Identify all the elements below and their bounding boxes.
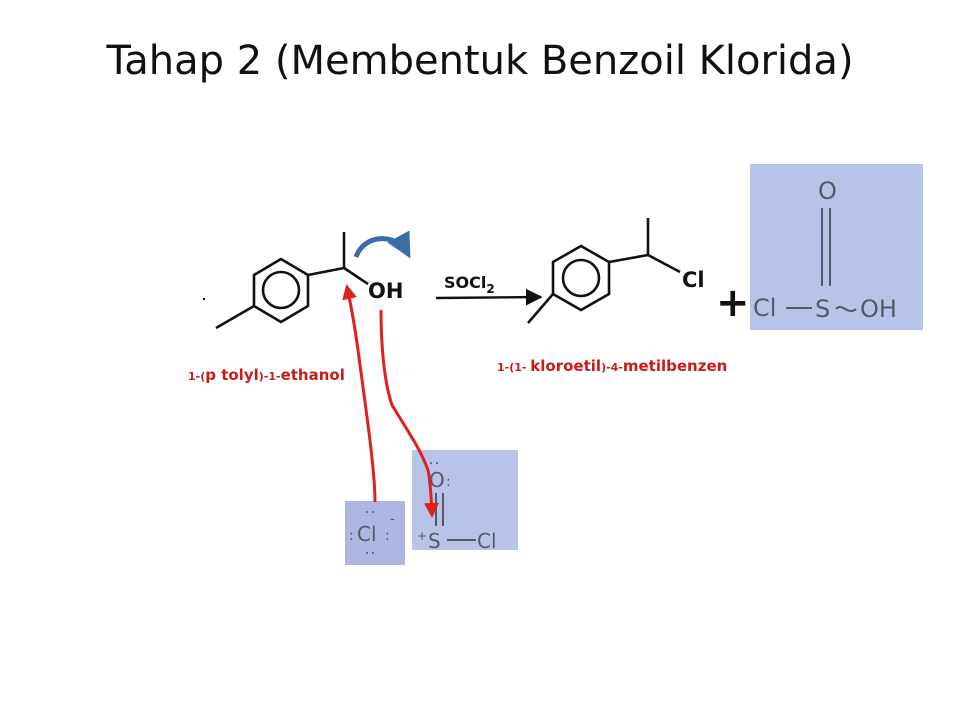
reactant-molecule <box>215 232 369 330</box>
thionyl-photo-background <box>412 450 518 550</box>
thionyl-charge: + <box>417 529 427 543</box>
reagent-subscript: 2 <box>486 282 494 296</box>
reaction-arrow <box>435 288 543 306</box>
product-ring-to-carbon-bond <box>608 253 649 264</box>
reactant-name-main: p tolyl <box>205 366 259 384</box>
chloride-photo-background <box>345 501 405 565</box>
product-molecule <box>527 218 681 324</box>
reactant-name-end: ethanol <box>281 366 345 384</box>
red-arrow-oxygen-to-sulfur <box>379 309 440 518</box>
byproduct-photo-background <box>750 164 923 330</box>
reactant-ring-to-carbon-bond <box>307 266 345 277</box>
product-name: 1-(1- kloroetil)-4-metilbenzen <box>497 357 727 375</box>
chloride-ion-photo: : Cl : - <box>345 501 405 565</box>
thionyl-lone-pair-2 <box>436 462 438 464</box>
byproduct-atom-o: O <box>818 177 837 205</box>
reactant-oh-label: OH <box>368 279 403 303</box>
reactant-name-suffix: )-1- <box>259 370 281 383</box>
byproduct-photo: O Cl S OH <box>750 164 923 330</box>
chloride-lone-pair-top-1 <box>366 511 368 513</box>
reagent-label: SOCl2 <box>444 273 495 296</box>
thionyl-cation-photo: O : + S Cl <box>412 450 518 553</box>
plus-sign: + <box>716 280 750 326</box>
product-cl-label: Cl <box>682 268 705 292</box>
product-c-cl-bond <box>647 253 681 274</box>
curved-arrow-blue <box>353 230 411 259</box>
byproduct-s-oh-bond <box>835 306 857 312</box>
reactant-methyl-bond <box>215 304 255 330</box>
thionyl-atom-cl: Cl <box>477 529 497 553</box>
product-aromatic-circle <box>561 258 601 298</box>
thionyl-atom-s: S <box>428 529 441 553</box>
thionyl-lone-pair-1 <box>430 462 432 464</box>
thionyl-atom-o: O <box>429 468 445 492</box>
chloride-lone-pair-bottom-1 <box>366 552 368 554</box>
thionyl-o-lone-pair: : <box>446 474 451 490</box>
chloride-lone-pair-left: : <box>349 528 354 544</box>
byproduct-atom-s: S <box>815 295 830 323</box>
byproduct-atom-cl: Cl <box>753 294 776 322</box>
product-name-mid: )-4- <box>601 361 623 374</box>
chloride-charge: - <box>390 512 395 527</box>
chloride-lone-pair-top-2 <box>372 511 374 513</box>
chloride-lone-pair-bottom-2 <box>372 552 374 554</box>
slide-title: Tahap 2 (Membentuk Benzoil Klorida) <box>106 38 854 84</box>
reagent-text: SOCl <box>444 273 486 292</box>
product-name-end: metilbenzen <box>623 357 727 375</box>
product-name-prefix: 1-(1- <box>497 361 530 374</box>
product-methyl-bond <box>527 293 554 324</box>
stray-dot <box>202 297 206 301</box>
product-name-main: kloroetil <box>530 357 601 375</box>
reactant-aromatic-circle <box>261 270 301 310</box>
chloride-atom-cl: Cl <box>357 522 377 546</box>
product-benzene-ring <box>551 244 611 312</box>
reactant-name-prefix: 1-( <box>188 370 205 383</box>
reactant-c-o-bond <box>343 266 369 286</box>
byproduct-atom-oh: OH <box>860 295 897 323</box>
chloride-lone-pair-right: : <box>385 528 390 544</box>
reactant-name: 1-(p tolyl)-1-ethanol <box>188 366 345 384</box>
red-arrow-chloride-attack <box>342 284 377 503</box>
